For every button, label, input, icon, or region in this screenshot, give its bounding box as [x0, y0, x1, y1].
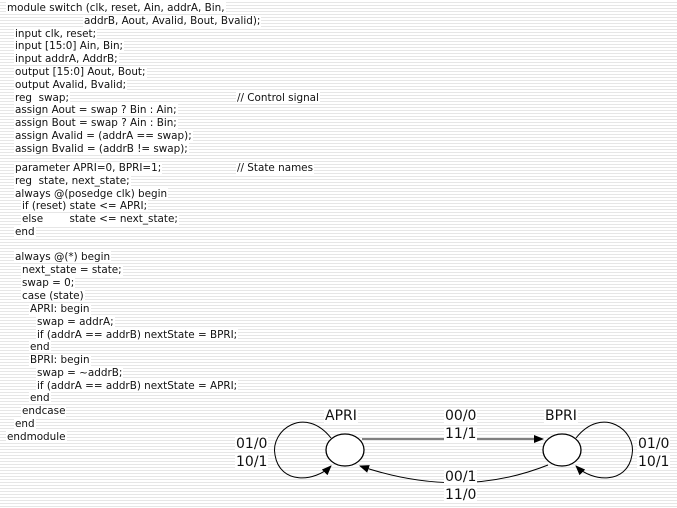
- code-line: always @(posedge clk) begin: [14, 188, 169, 200]
- self-loop-apri: [274, 421, 332, 479]
- code-line: input clk, reset;: [14, 28, 98, 40]
- state-bpri-circle: [542, 433, 582, 467]
- code-line: input [15:0] Ain, Bin;: [14, 40, 125, 52]
- transition-label: 01/0: [637, 436, 671, 452]
- code-line: if (reset) state <= APRI;: [21, 200, 149, 212]
- state-apri-label: APRI: [324, 408, 358, 424]
- transition-label: 11/0: [444, 487, 478, 503]
- code-line: swap = addrA;: [36, 316, 115, 328]
- code-line: assign Aout = swap ? Bin : Ain;: [14, 104, 178, 116]
- self-loop-bpri: [575, 421, 633, 479]
- code-line: if (addrA == addrB) nextState = BPRI;: [36, 329, 239, 341]
- code-line: APRI: begin: [29, 303, 91, 315]
- state-apri-circle: [325, 433, 365, 467]
- code-line: assign Bout = swap ? Ain : Bin;: [14, 117, 178, 129]
- transition-label: 10/1: [637, 454, 671, 470]
- code-line: assign Avalid = (addrA == swap);: [14, 130, 193, 142]
- state-bpri-label: BPRI: [544, 408, 578, 424]
- code-line: output Avalid, Bvalid;: [14, 79, 128, 91]
- code-line: end: [29, 341, 51, 353]
- transition-label: 00/1: [444, 469, 478, 485]
- code-line: input addrA, AddrB;: [14, 53, 119, 65]
- code-line: output [15:0] Aout, Bout;: [14, 66, 147, 78]
- code-line: else state <= next_state;: [21, 213, 179, 225]
- code-comment: // Control signal: [236, 92, 320, 104]
- code-line: end: [29, 392, 51, 404]
- code-line: swap = ~addrB;: [36, 367, 124, 379]
- code-line: end: [14, 226, 36, 238]
- code-line: reg state, next_state;: [14, 175, 131, 187]
- code-line: BPRI: begin: [29, 354, 91, 366]
- code-line: next_state = state;: [21, 264, 123, 276]
- code-line: reg swap;: [14, 92, 71, 104]
- code-line: addrB, Aout, Avalid, Bout, Bvalid);: [83, 15, 262, 27]
- transition-label: 01/0: [235, 436, 269, 452]
- code-line: always @(*) begin: [14, 251, 112, 263]
- code-line: parameter APRI=0, BPRI=1;: [14, 162, 163, 174]
- transition-label: 11/1: [444, 426, 478, 442]
- code-line: swap = 0;: [21, 277, 76, 289]
- transition-label: 00/0: [444, 408, 478, 424]
- transition-label: 10/1: [235, 454, 269, 470]
- code-line: case (state): [21, 290, 85, 302]
- code-line: end: [14, 418, 36, 430]
- code-line: if (addrA == addrB) nextState = APRI;: [36, 380, 239, 392]
- code-line: module switch (clk, reset, Ain, addrA, B…: [6, 2, 226, 14]
- code-line: endcase: [21, 405, 67, 417]
- code-comment: // State names: [236, 162, 314, 174]
- code-line: assign Bvalid = (addrB != swap);: [14, 143, 189, 155]
- code-line: endmodule: [6, 431, 67, 443]
